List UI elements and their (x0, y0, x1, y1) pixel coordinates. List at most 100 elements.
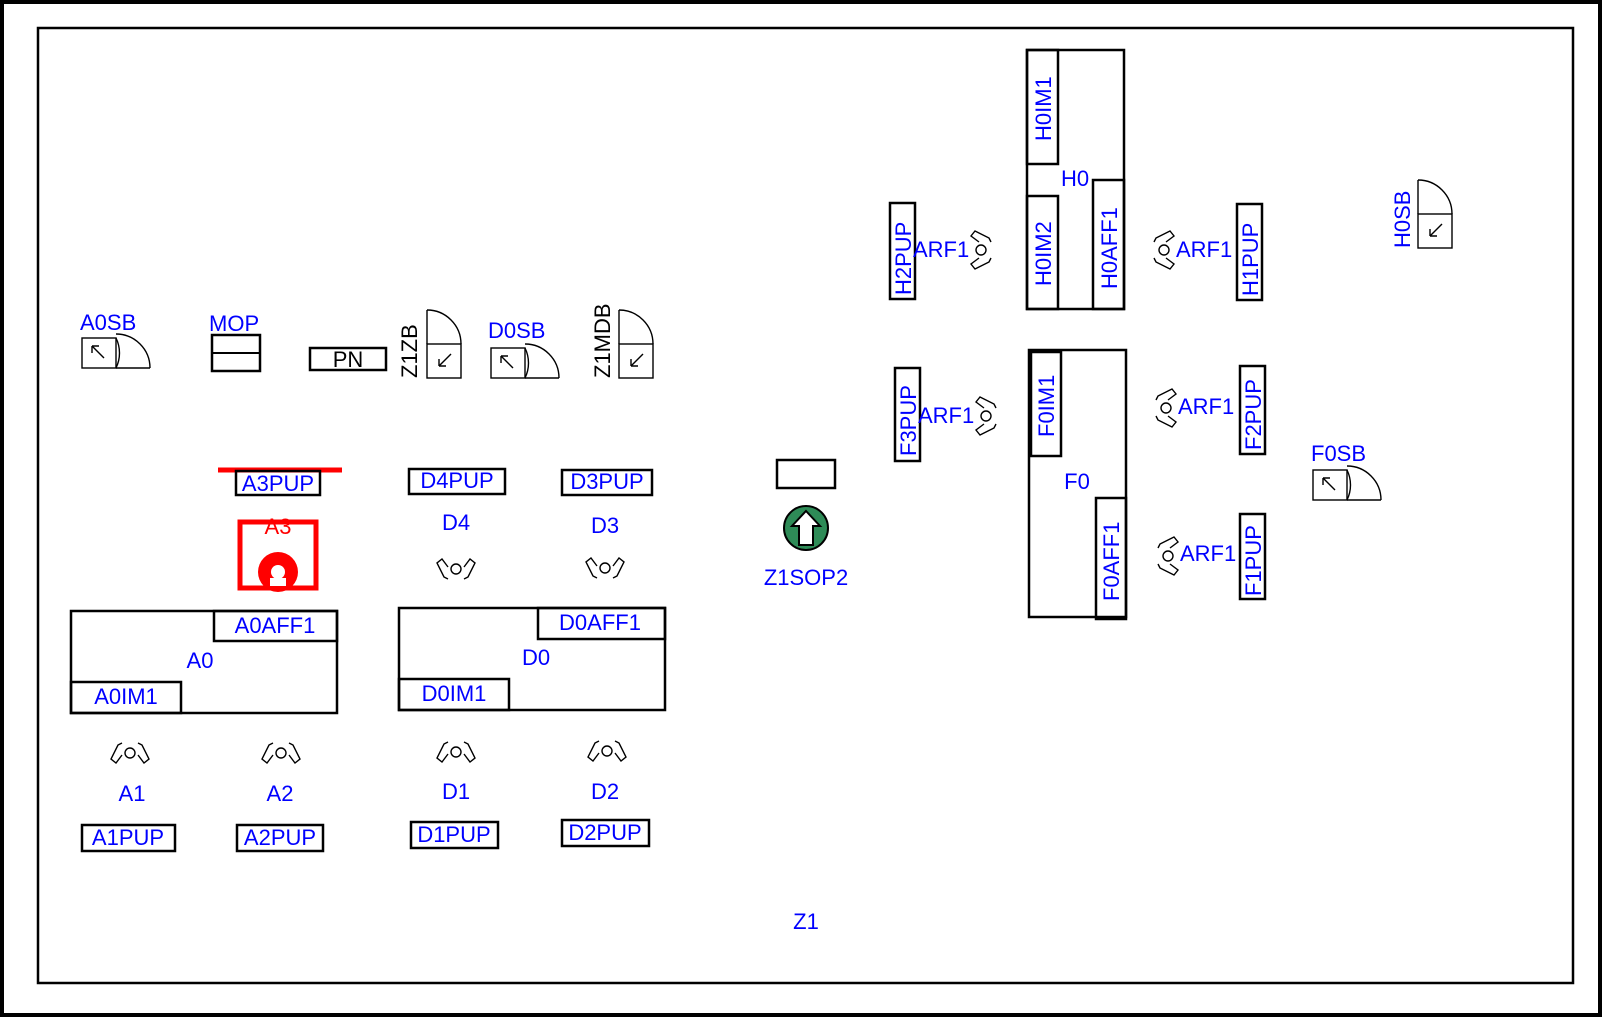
robot-f-left-label: ARF1 (918, 403, 974, 428)
h2-pup-label: H2PUP (891, 222, 916, 295)
f2-pup-label: F2PUP (1241, 379, 1266, 450)
a2-pup-label: A2PUP (244, 825, 316, 850)
mop-label: MOP (209, 311, 259, 336)
gripper-icon (436, 741, 476, 763)
d0-aff-label: D0AFF1 (559, 610, 641, 635)
door-icon (618, 309, 654, 379)
f3-pup[interactable]: F3PUP (893, 366, 922, 463)
gripper-icon (436, 558, 476, 580)
door-switch-icon (81, 333, 151, 369)
gripper-icon (261, 742, 301, 764)
gripper-icon (585, 557, 625, 579)
robot-h-right-label: ARF1 (1176, 237, 1232, 262)
station-a3[interactable]: A3PUP A3 (218, 467, 342, 592)
f0-aff-label: F0AFF1 (1099, 522, 1124, 601)
gripper-icon (110, 742, 150, 764)
machine-a0[interactable]: A0AFF1 A0 A0IM1 (69, 609, 339, 715)
pn-panel[interactable]: PN (308, 346, 388, 372)
gripper-icon (970, 230, 992, 270)
h0-label: H0 (1061, 166, 1089, 191)
f0-aff-box (1094, 496, 1128, 621)
mop-panel[interactable]: MOP (209, 311, 262, 373)
z1mdb-door[interactable]: Z1MDB (590, 303, 654, 379)
z1mdb-label: Z1MDB (590, 303, 615, 378)
h1-pup[interactable]: H1PUP (1235, 202, 1264, 302)
sop-label: Z1SOP2 (764, 565, 848, 590)
a2-label: A2 (267, 781, 294, 806)
robot-h-left[interactable]: ARF1 (913, 230, 992, 270)
zone-frame (36, 26, 1575, 985)
station-a1[interactable]: A1 A1PUP (80, 742, 177, 853)
robot-f-right-top[interactable]: ARF1 (1155, 388, 1234, 428)
door-icon (1417, 179, 1453, 249)
robot-h-right[interactable]: ARF1 (1153, 230, 1232, 270)
sop-z1sop2[interactable]: Z1SOP2 (764, 458, 848, 590)
gripper-icon (1155, 388, 1177, 428)
zone-label: Z1 (793, 909, 819, 934)
d3-pup-label: D3PUP (570, 469, 643, 494)
d2-pup-label: D2PUP (568, 820, 641, 845)
station-d4[interactable]: D4PUP D4 (407, 467, 507, 580)
station-d2[interactable]: D2 D2PUP (560, 740, 651, 848)
f1-pup-box (1238, 512, 1267, 601)
robot-f-left[interactable]: ARF1 (918, 396, 997, 436)
a0-label: A0 (187, 648, 214, 673)
door-switch-icon (490, 343, 560, 379)
f3-pup-label: F3PUP (896, 385, 921, 456)
f0sb-switch[interactable]: F0SB (1311, 441, 1382, 501)
robot-h-left-label: ARF1 (913, 237, 969, 262)
d2-pup-box (560, 818, 651, 848)
a1-pup-label: A1PUP (92, 825, 164, 850)
d4-pup-label: D4PUP (420, 468, 493, 493)
d4-label: D4 (442, 510, 470, 535)
a2-pup-box (235, 823, 325, 853)
h0-im2-label: H0IM2 (1031, 221, 1056, 286)
a0sb-label: A0SB (80, 310, 136, 335)
gripper-icon (1157, 536, 1179, 576)
robot-f-right-top-label: ARF1 (1178, 394, 1234, 419)
station-d1[interactable]: D1 D1PUP (409, 741, 500, 850)
d0sb-label: D0SB (488, 318, 545, 343)
robot-f-right-bottom[interactable]: ARF1 (1157, 536, 1236, 576)
f0-body (1027, 348, 1128, 619)
machine-d0[interactable]: D0AFF1 D0 D0IM1 (397, 606, 667, 712)
pn-box (308, 346, 388, 372)
robot-alarm-icon (258, 552, 298, 592)
d1-pup-box (409, 820, 500, 850)
d0sb-switch[interactable]: D0SB (488, 318, 560, 379)
f3-pup-box (893, 366, 922, 463)
a1-pup-box (80, 823, 177, 853)
d0-im-label: D0IM1 (422, 681, 487, 706)
h2-pup[interactable]: H2PUP (888, 201, 917, 301)
h0-im2-box (1025, 194, 1060, 311)
f2-pup[interactable]: F2PUP (1238, 364, 1267, 456)
gripper-icon (587, 740, 627, 762)
pn-label: PN (333, 347, 364, 372)
h0sb-switch[interactable]: H0SB (1390, 179, 1453, 249)
h1-pup-box (1235, 202, 1264, 302)
h0-im1-box (1025, 48, 1060, 166)
d4-pup-box (407, 467, 507, 496)
z1zb-label: Z1ZB (397, 324, 422, 378)
h1-pup-label: H1PUP (1238, 223, 1263, 296)
up-arrow-icon (789, 509, 823, 546)
f1-pup-label: F1PUP (1241, 525, 1266, 596)
h0-aff-label: H0AFF1 (1097, 207, 1122, 289)
a0-aff-label: A0AFF1 (235, 613, 316, 638)
gripper-icon (975, 396, 997, 436)
machine-f0[interactable]: F0IM1 F0 F0AFF1 (1027, 348, 1128, 621)
f1-pup[interactable]: F1PUP (1238, 512, 1267, 601)
z1zb-door[interactable]: Z1ZB (397, 309, 462, 379)
a0-im-label: A0IM1 (94, 684, 158, 709)
a3-pup-label: A3PUP (242, 471, 314, 496)
a1-label: A1 (119, 781, 146, 806)
d1-label: D1 (442, 779, 470, 804)
a0-aff-box (212, 609, 339, 643)
machine-h0[interactable]: H0IM1 H0 H0IM2 H0AFF1 (1025, 48, 1126, 311)
station-d3[interactable]: D3PUP D3 (560, 468, 654, 579)
station-a2[interactable]: A2 A2PUP (235, 742, 325, 853)
a0sb-switch[interactable]: A0SB (80, 310, 151, 369)
